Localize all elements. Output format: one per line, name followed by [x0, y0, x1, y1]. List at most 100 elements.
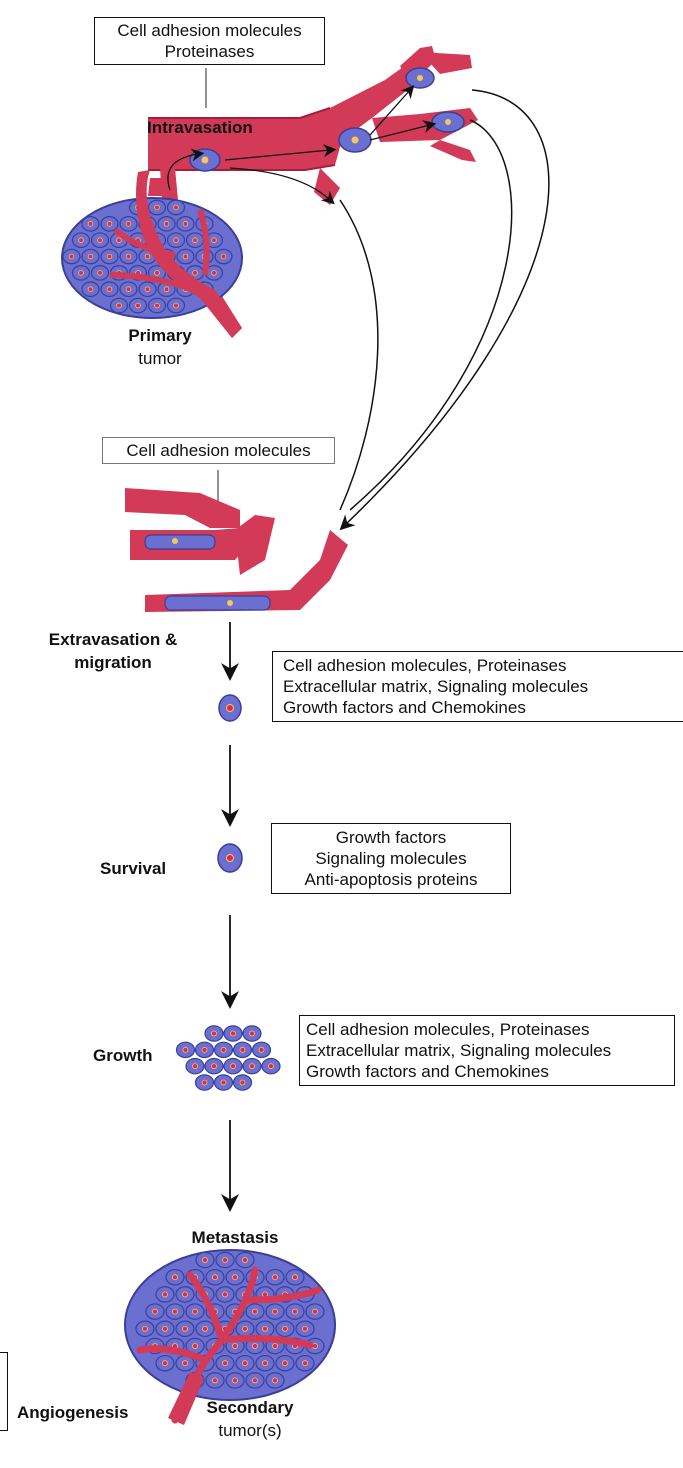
- migrating-cell: [218, 694, 242, 722]
- growth-cell-nucleus: [249, 1030, 255, 1037]
- primary-tumor-cell-nucleus: [97, 237, 103, 243]
- growth-factor-1: Cell adhesion molecules, Proteinases: [306, 1020, 590, 1039]
- primary-tumor-cell-nucleus: [154, 302, 160, 309]
- survival-factors-box: Growth factors Signaling molecules Anti-…: [271, 823, 511, 894]
- label-metastasis: Metastasis: [191, 1228, 279, 1247]
- secondary-tumor-cell-nucleus: [262, 1325, 268, 1332]
- growth-cell-nucleus: [192, 1063, 198, 1070]
- growth-cell-nucleus: [239, 1046, 246, 1053]
- growth-cell-nucleus: [239, 1079, 246, 1086]
- secondary-tumor-cell-nucleus: [202, 1257, 208, 1263]
- secondary-tumor-cell-nucleus: [242, 1360, 248, 1367]
- primary-tumor-cell-nucleus: [211, 237, 217, 243]
- label-primary-tumor: tumor: [138, 349, 182, 368]
- secondary-tumor-cell-nucleus: [222, 1257, 228, 1263]
- primary-tumor-cell-nucleus: [97, 270, 103, 276]
- arrest-vessel: [125, 488, 348, 612]
- primary-tumor-cell-nucleus: [116, 237, 122, 243]
- survival-factor-3: Anti-apoptosis proteins: [304, 870, 478, 889]
- label-secondary: Secondary: [206, 1398, 294, 1417]
- secondary-tumor-cell-nucleus: [242, 1325, 248, 1332]
- primary-tumor-cell-nucleus: [211, 270, 217, 276]
- growth-cell-nucleus: [211, 1063, 217, 1070]
- secondary-tumor-cell-nucleus: [282, 1325, 288, 1332]
- secondary-tumor-cell-nucleus: [182, 1325, 188, 1332]
- extravasation-factor-1: Cell adhesion molecules, Proteinases: [283, 656, 567, 675]
- growth-factor-3: Growth factors and Chemokines: [306, 1062, 549, 1081]
- primary-tumor-cell-nucleus: [125, 253, 132, 260]
- secondary-tumor-cell-nucleus: [162, 1325, 168, 1332]
- extravasation-factors-box: Cell adhesion molecules, Proteinases Ext…: [272, 651, 683, 722]
- primary-tumor-cell-nucleus: [106, 221, 113, 227]
- secondary-tumor-cell-nucleus: [272, 1308, 278, 1315]
- angiogenesis-bracket: [0, 1352, 8, 1431]
- growth-cell-nucleus: [211, 1030, 217, 1037]
- growth-cell-nucleus: [230, 1063, 236, 1070]
- secondary-tumor-cell-nucleus: [172, 1274, 178, 1281]
- secondary-tumor-cell-nucleus: [272, 1343, 278, 1349]
- primary-tumor-cell-nucleus: [154, 270, 160, 276]
- primary-tumor-cell-nucleus: [87, 221, 94, 227]
- secondary-tumor-cell-nucleus: [202, 1325, 208, 1332]
- secondary-tumor-cell-nucleus: [302, 1360, 308, 1367]
- primary-tumor-cell-nucleus: [135, 302, 141, 309]
- secondary-tumor-cell-nucleus: [162, 1360, 168, 1367]
- circulating-cells-top: [167, 67, 465, 205]
- arrest-factor-1: Cell adhesion molecules: [126, 441, 311, 460]
- primary-tumor-cell-nucleus: [87, 253, 94, 260]
- growth-cell-nucleus: [230, 1030, 236, 1037]
- growth-cell-nucleus: [220, 1046, 227, 1053]
- secondary-tumor-cell-nucleus: [232, 1343, 238, 1349]
- secondary-tumor-cell-nucleus: [172, 1308, 178, 1315]
- primary-tumor-cell-nucleus: [106, 286, 113, 292]
- primary-tumor-cell-nucleus: [87, 286, 94, 292]
- growth-factor-2: Extracellular matrix, Signaling molecule…: [306, 1041, 612, 1060]
- primary-tumor-cell-nucleus: [192, 270, 198, 276]
- secondary-tumor-cell-nucleus: [182, 1291, 188, 1298]
- label-survival: Survival: [100, 859, 167, 878]
- secondary-tumor-cell-nucleus: [272, 1377, 278, 1384]
- secondary-tumor-cell-nucleus: [272, 1274, 278, 1281]
- secondary-tumor-cell-nucleus: [232, 1274, 238, 1281]
- secondary-tumor-cell-nucleus: [212, 1274, 218, 1281]
- intravasation-factor-2: Proteinases: [164, 42, 255, 61]
- primary-tumor-cell-nucleus: [78, 270, 84, 276]
- secondary-tumor-cell-nucleus: [182, 1360, 188, 1367]
- primary-tumor-cell-nucleus: [163, 221, 170, 227]
- secondary-tumor-cell-nucleus: [292, 1308, 298, 1315]
- secondary-tumor-cell-nucleus: [152, 1308, 158, 1315]
- growth-cell-nucleus: [258, 1046, 265, 1053]
- growth-factors-box: Cell adhesion molecules, Proteinases Ext…: [299, 1015, 675, 1086]
- extravasation-factor-3: Growth factors and Chemokines: [283, 698, 526, 717]
- primary-tumor-cell-nucleus: [173, 237, 179, 243]
- label-secondary-tumor: tumor(s): [218, 1421, 282, 1440]
- survival-factor-2: Signaling molecules: [315, 849, 467, 868]
- primary-tumor-cell-nucleus: [173, 302, 179, 309]
- growth-cell-nucleus: [182, 1046, 189, 1053]
- secondary-tumor-cell-nucleus: [222, 1291, 228, 1298]
- secondary-tumor-cell-nucleus: [162, 1291, 168, 1298]
- extravasation-factor-2: Extracellular matrix, Signaling molecule…: [283, 677, 589, 696]
- growth-cell-nucleus: [201, 1046, 208, 1053]
- growth-cell-nucleus: [201, 1079, 208, 1086]
- primary-tumor-cell-nucleus: [192, 237, 198, 243]
- intravasation-factors-box: Cell adhesion molecules Proteinases: [94, 17, 325, 65]
- primary-tumor-cell-nucleus: [182, 221, 189, 227]
- primary-tumor-cell-nucleus: [220, 253, 227, 260]
- secondary-tumor-cell-nucleus: [282, 1360, 288, 1367]
- primary-tumor-cell-nucleus: [144, 253, 151, 260]
- primary-tumor: [61, 170, 243, 338]
- secondary-tumor-cell-nucleus: [252, 1308, 258, 1315]
- label-extravasation: Extravasation &: [48, 630, 178, 649]
- secondary-tumor-cell-nucleus: [192, 1343, 198, 1349]
- secondary-tumor-cell-nucleus: [142, 1325, 148, 1332]
- primary-tumor-cell-nucleus: [68, 253, 75, 260]
- primary-tumor-cell-nucleus: [125, 221, 132, 227]
- primary-tumor-cell-nucleus: [173, 204, 179, 211]
- primary-tumor-cell-nucleus: [144, 286, 151, 292]
- primary-tumor-cell-nucleus: [125, 286, 132, 292]
- secondary-tumor-cell-nucleus: [222, 1360, 228, 1367]
- primary-tumor-cell-nucleus: [106, 253, 113, 260]
- primary-tumor-cell-nucleus: [163, 286, 170, 292]
